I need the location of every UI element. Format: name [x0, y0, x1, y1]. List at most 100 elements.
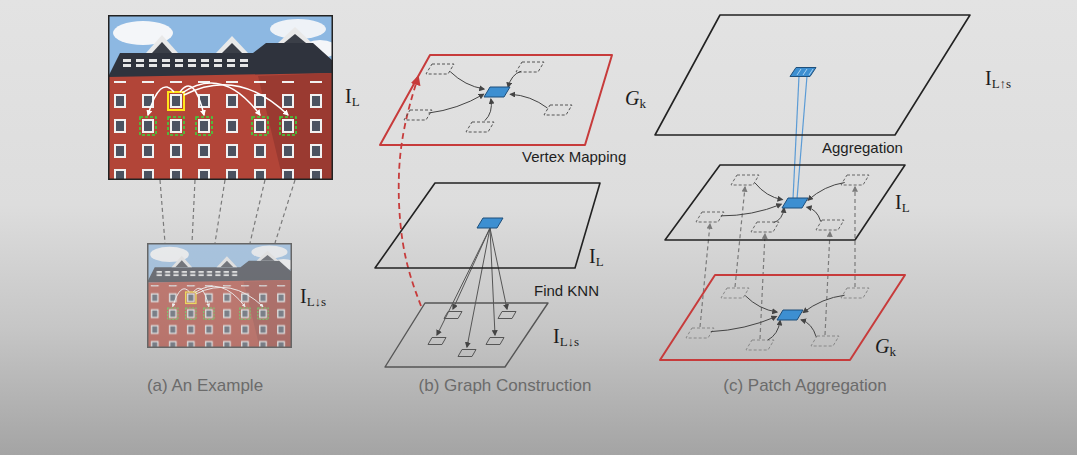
- connector-line: [797, 76, 807, 199]
- graph-edge-arrow: [801, 320, 816, 337]
- graph-edge-arrow: [510, 94, 547, 108]
- plane-illustration: [375, 183, 600, 268]
- plane-illustration: [665, 165, 905, 240]
- plane-illustration: [385, 303, 548, 367]
- neighbor-patch: [466, 122, 494, 132]
- graph-edge-arrow: [774, 208, 784, 223]
- connector-line: [160, 180, 165, 243]
- label-holder: Vertex Mapping: [522, 148, 626, 166]
- connector: [399, 77, 421, 306]
- plane-outline: [375, 183, 600, 268]
- connector: [793, 76, 807, 199]
- building-photo: [108, 15, 338, 180]
- neighbor-patch: [696, 212, 724, 222]
- query-patch: [782, 198, 808, 208]
- graph-edge-arrow: [808, 183, 845, 201]
- plane-illustration: [380, 55, 612, 145]
- plane-illustration: [660, 275, 905, 360]
- image-node: IL: [108, 15, 333, 180]
- label-holder: (c) Patch Aggregation: [645, 376, 965, 396]
- connector: [437, 228, 507, 347]
- neighbor-patch: [746, 340, 774, 350]
- photo-illustration: [108, 15, 333, 180]
- knn-patch: [428, 338, 446, 345]
- graph-edge-arrow: [485, 99, 492, 121]
- plane-label: IL: [589, 245, 604, 269]
- neighbor-patch: [811, 336, 839, 346]
- graph-edge-arrow: [768, 321, 780, 340]
- connector-line: [399, 77, 421, 306]
- step-label: Aggregation: [822, 139, 903, 157]
- neighbor-patch: [816, 220, 844, 230]
- photo-frame: [148, 244, 292, 348]
- query-patch: [477, 218, 503, 228]
- output-patch: [790, 68, 816, 77]
- neighbor-patch: [686, 328, 714, 338]
- connector-line: [760, 234, 765, 339]
- knn-patch: [498, 312, 516, 319]
- building-photo: [147, 243, 295, 348]
- image-plane-node: IL↑s: [655, 15, 970, 135]
- neighbor-patch: [516, 62, 544, 72]
- connector-line: [250, 180, 265, 243]
- label-holder: Find KNN: [534, 282, 599, 300]
- step-label: Find KNN: [534, 282, 599, 300]
- plane-illustration: [655, 15, 970, 135]
- graph-edge-arrow: [508, 71, 521, 87]
- plane-outline: [385, 303, 548, 367]
- connector-line: [825, 232, 830, 335]
- image-label: IL↓s: [300, 285, 326, 309]
- connector-line: [215, 180, 225, 243]
- image-node: IL↓s: [147, 243, 292, 348]
- graph-edge-arrow: [721, 204, 781, 216]
- graph-edge-arrow: [807, 207, 821, 221]
- neighbor-patch: [841, 175, 869, 185]
- connector: [700, 187, 855, 339]
- label-holder: (b) Graph Construction: [345, 376, 665, 396]
- image-plane-node: Gk: [660, 275, 905, 360]
- label-holder: Aggregation: [822, 139, 903, 157]
- connector-line: [467, 228, 490, 347]
- plane-label: Gk: [625, 87, 646, 111]
- neighbor-patch: [404, 110, 432, 120]
- connector: [160, 180, 295, 243]
- connector-line: [854, 187, 855, 287]
- panel-caption: (b) Graph Construction: [345, 376, 665, 396]
- neighbor-patch: [426, 64, 454, 74]
- query-patch: [484, 87, 510, 97]
- label-holder: (a) An Example: [45, 376, 365, 396]
- neighbor-patch: [544, 105, 572, 115]
- image-label: IL: [345, 85, 360, 109]
- neighbor-patch: [731, 175, 759, 185]
- plane-label: IL↑s: [985, 67, 1011, 91]
- image-plane-node: IL↓s: [385, 303, 548, 367]
- neighbor-patch: [841, 288, 869, 298]
- graph-edge-arrow: [745, 296, 777, 312]
- plane-outline: [660, 275, 905, 360]
- knn-patch: [486, 338, 504, 345]
- image-plane-node: IL: [375, 183, 600, 268]
- connector-line: [735, 187, 745, 287]
- panel-caption: (c) Patch Aggregation: [645, 376, 965, 396]
- plane-outline: [665, 165, 905, 240]
- photo-illustration: [147, 243, 292, 348]
- graph-edge-arrow: [755, 183, 782, 200]
- step-label: Vertex Mapping: [522, 148, 626, 166]
- knn-patch: [458, 350, 476, 357]
- plane-outline: [655, 15, 970, 135]
- plane-label: Gk: [875, 335, 896, 359]
- plane-label: IL↓s: [553, 325, 579, 349]
- neighbor-patch: [721, 288, 749, 298]
- panel-caption: (a) An Example: [45, 376, 365, 396]
- connector-line: [275, 180, 295, 243]
- graph-edge-arrow: [803, 295, 844, 312]
- neighbor-patch: [751, 222, 779, 232]
- plane-outline: [380, 55, 612, 145]
- connector-line: [437, 228, 490, 335]
- image-plane-node: Gk: [380, 55, 612, 145]
- knn-patch: [444, 312, 462, 319]
- graph-edge-arrow: [711, 317, 776, 332]
- photo-frame: [109, 16, 333, 180]
- graph-edge-arrow: [429, 94, 484, 113]
- connector-line: [192, 180, 195, 243]
